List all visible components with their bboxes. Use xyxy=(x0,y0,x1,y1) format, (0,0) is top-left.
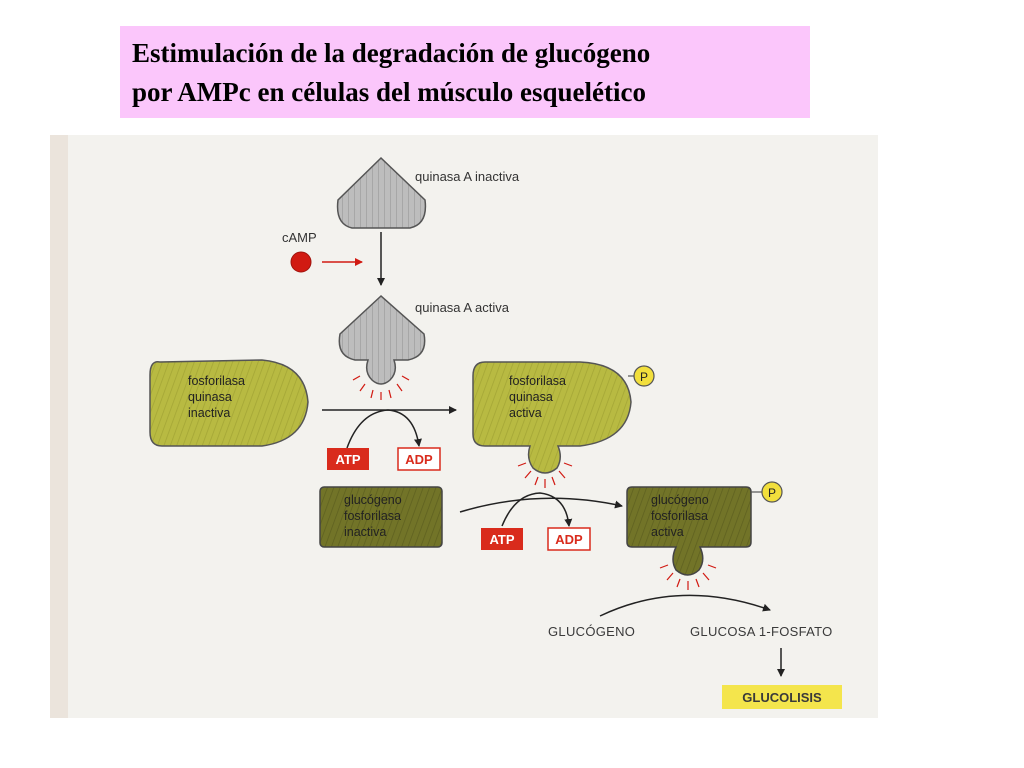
camp-label: cAMP xyxy=(282,230,317,245)
pka-inactive-label: quinasa A inactiva xyxy=(415,169,520,184)
phosphate-label-1: P xyxy=(640,370,648,384)
gp-active-line1: glucógeno xyxy=(651,493,709,507)
phosphate-badge-2: P xyxy=(761,481,783,503)
gp-inactive-line2: fosforilasa xyxy=(344,509,401,523)
gp-active-site-rays xyxy=(659,564,717,590)
glycogen-phosphorylase-inactive: glucógeno fosforilasa inactiva xyxy=(319,486,443,548)
gp-inactive-line3: inactiva xyxy=(344,525,386,539)
title-box: Estimulación de la degradación de glucóg… xyxy=(120,26,810,118)
glycogen-label: GLUCÓGENO xyxy=(548,624,635,639)
adp-label-2: ADP xyxy=(555,532,583,547)
phosphate-label-2: P xyxy=(768,486,776,500)
gp-inactive-line1: glucógeno xyxy=(344,493,402,507)
atp-box-1: ATP xyxy=(327,448,369,470)
pka-active-label: quinasa A activa xyxy=(415,300,510,315)
pathway-figure xyxy=(50,135,878,718)
gp-active-line2: fosforilasa xyxy=(651,509,708,523)
atp-adp-arrow-1 xyxy=(346,409,422,449)
phosphorylase-kinase-active: fosforilasa quinasa activa xyxy=(472,361,632,474)
atp-label-2: ATP xyxy=(489,532,514,547)
atp-adp-arrow-2 xyxy=(501,492,573,527)
glucose-1-phosphate-label: GLUCOSA 1-FOSFATO xyxy=(690,624,833,639)
gp-activation-arrow xyxy=(459,497,623,513)
gp-active-line3: activa xyxy=(651,525,684,539)
glycogen-phosphorylase-active: glucógeno fosforilasa activa xyxy=(626,486,752,576)
adp-box-1: ADP xyxy=(397,447,441,471)
atp-label-1: ATP xyxy=(335,452,360,467)
adp-label-1: ADP xyxy=(405,452,433,467)
phk-active-line2: quinasa xyxy=(509,390,553,404)
title-line-2: por AMPc en células del músculo esquelét… xyxy=(132,77,646,107)
phosphate-badge-1: P xyxy=(633,365,655,387)
camp-molecule xyxy=(290,251,312,273)
phk-inactive-line2: quinasa xyxy=(188,390,232,404)
pka-inactive-shape xyxy=(336,156,427,229)
phk-active-line1: fosforilasa xyxy=(509,374,566,388)
atp-box-2: ATP xyxy=(481,528,523,550)
glycolysis-label: GLUCOLISIS xyxy=(742,690,822,705)
phk-active-site-rays xyxy=(517,462,573,488)
pka-active-shape xyxy=(338,294,426,385)
title-line-1: Estimulación de la degradación de glucóg… xyxy=(132,38,651,68)
pka-active-site-rays xyxy=(352,375,410,400)
adp-box-2: ADP xyxy=(547,527,591,551)
phosphorylase-kinase-inactive: fosforilasa quinasa inactiva xyxy=(149,359,309,447)
phk-inactive-line3: inactiva xyxy=(188,406,230,420)
phk-active-line3: activa xyxy=(509,406,542,420)
glycogen-breakdown-arrow xyxy=(599,594,771,617)
glycolysis-box: GLUCOLISIS xyxy=(722,685,842,709)
phk-inactive-line1: fosforilasa xyxy=(188,374,245,388)
